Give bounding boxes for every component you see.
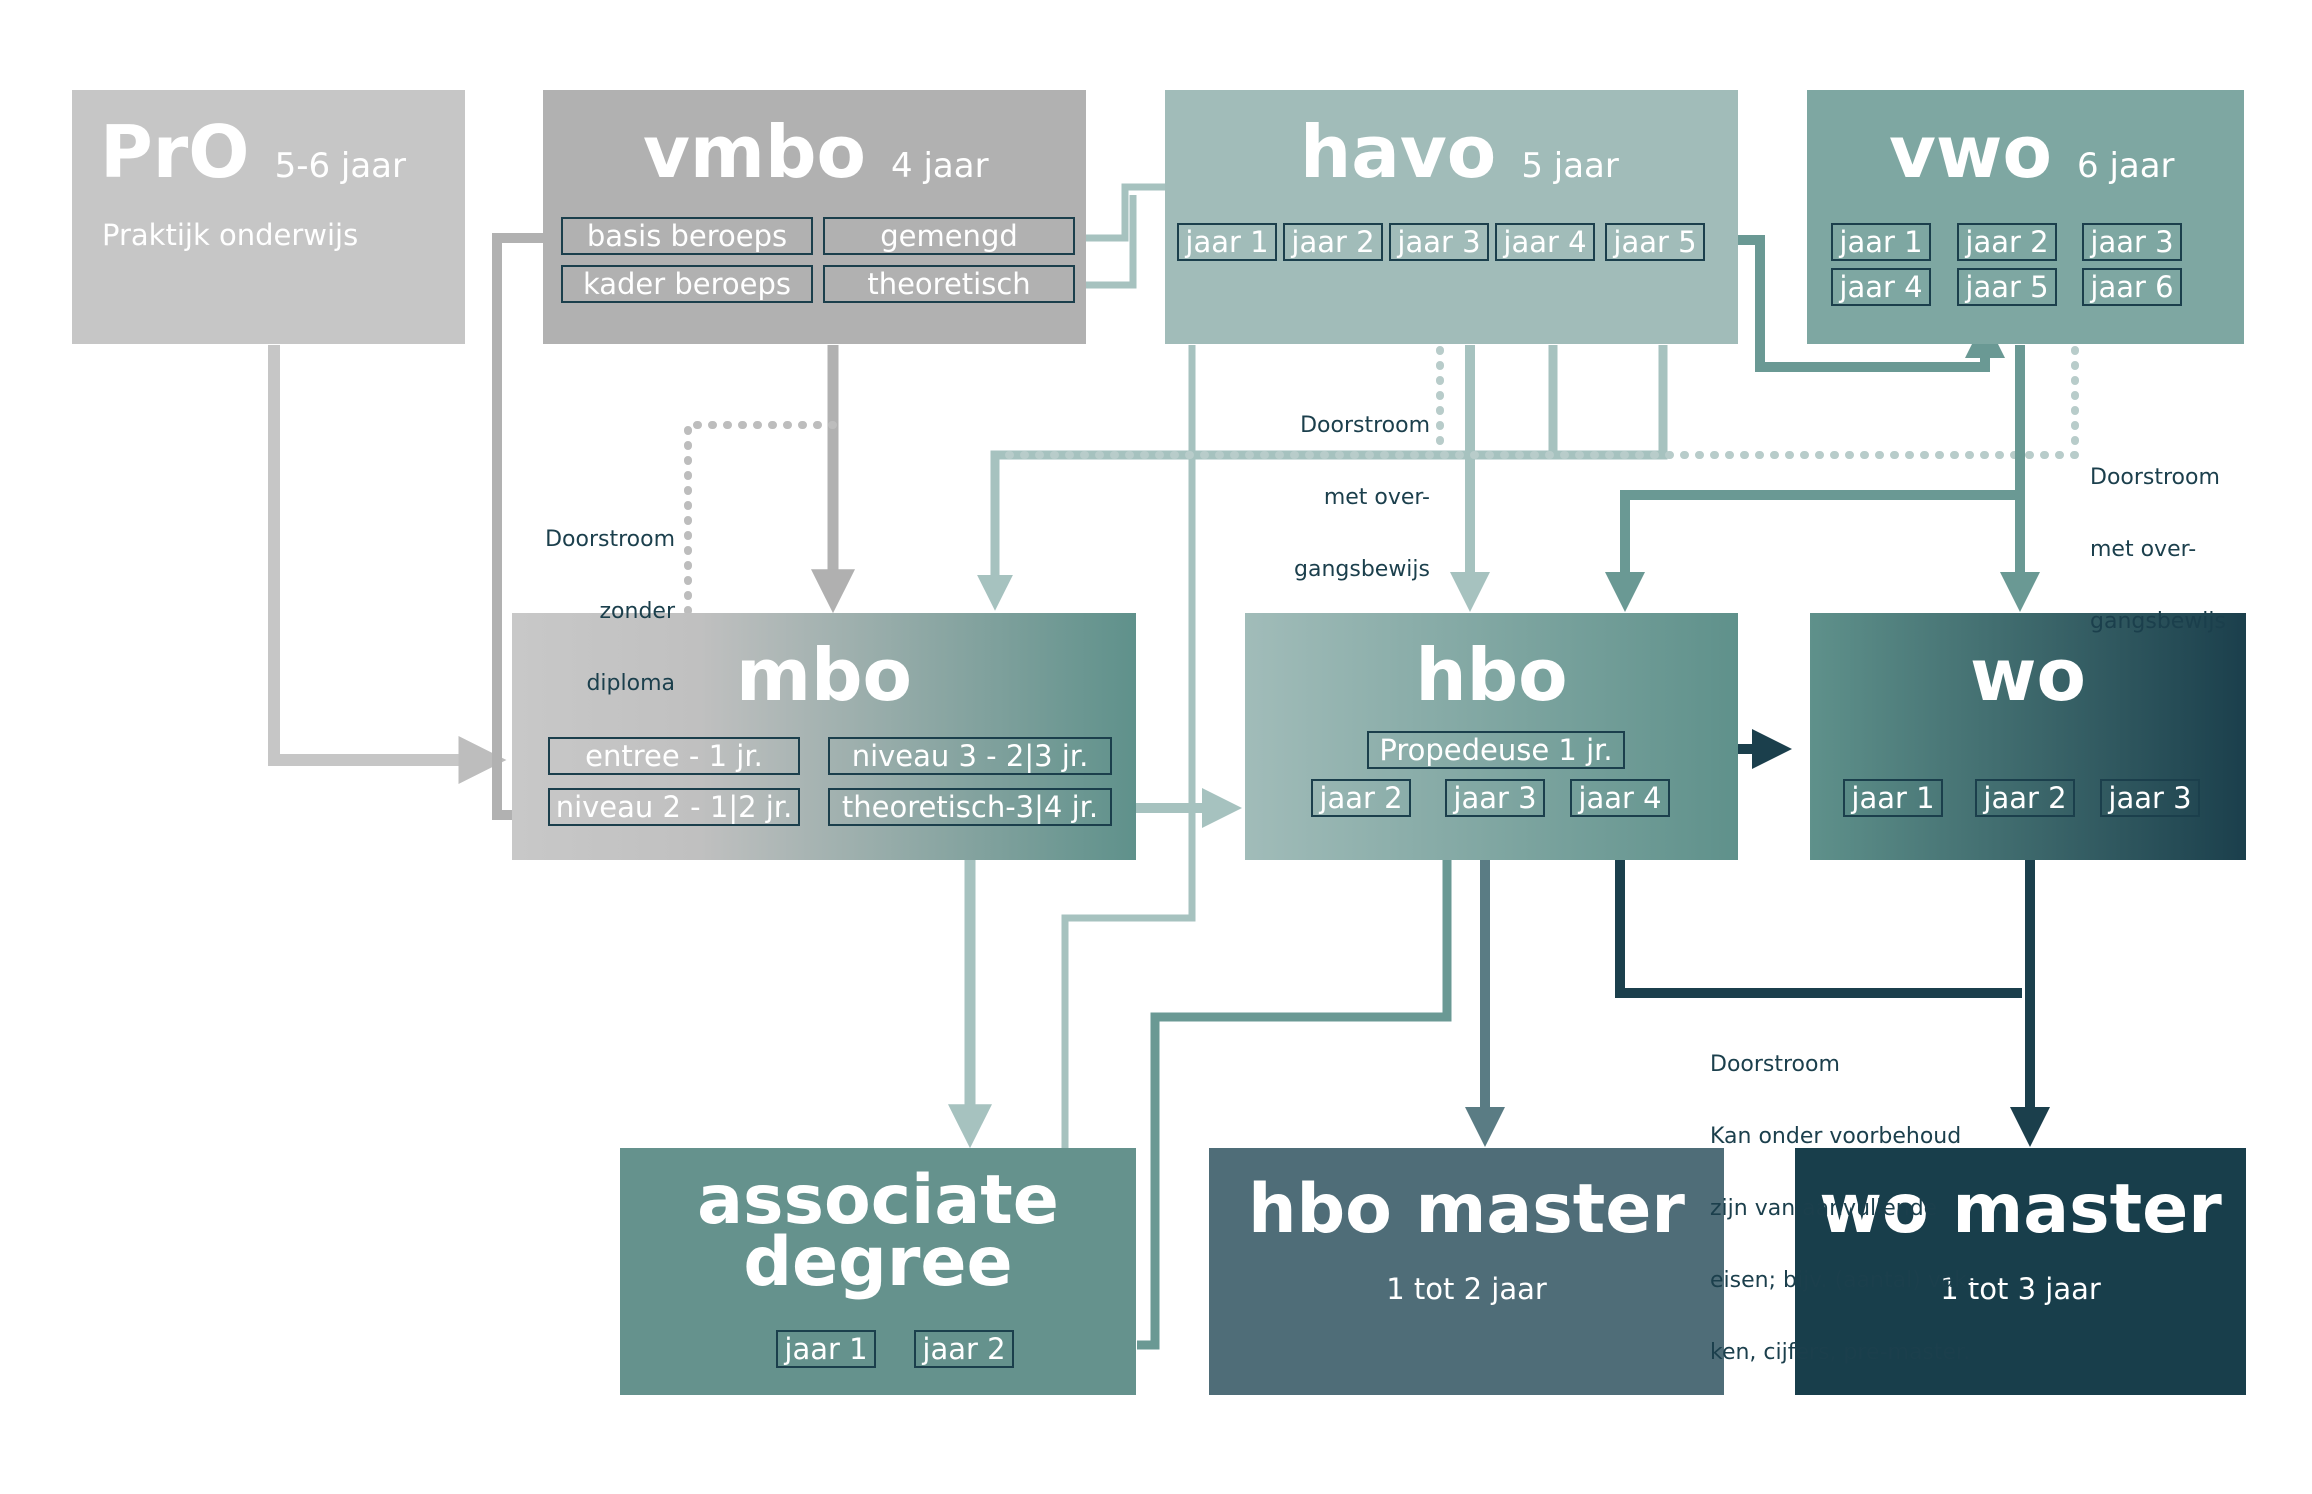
vwo-year-6: jaar 6 <box>2082 268 2182 306</box>
wo-master-title: wo master <box>1819 1170 2222 1249</box>
vwo-title-text: vwo <box>1889 110 2052 194</box>
vmbo-track-theoretisch: theoretisch <box>823 265 1075 303</box>
hbo-year-2: jaar 2 <box>1311 779 1411 817</box>
havo-title: havo 5 jaar <box>1300 110 1619 194</box>
wo-box: wo jaar 1 jaar 2 jaar 3 <box>1810 613 2246 860</box>
hbo-box: hbo Propedeuse 1 jr. jaar 2 jaar 3 jaar … <box>1245 613 1738 860</box>
hbo-propedeuse: Propedeuse 1 jr. <box>1367 731 1625 769</box>
note-master-line: ken, cijfers, pre-master. <box>1710 1340 1971 1365</box>
note-zonder-diploma-line: Doorstroom <box>545 527 675 552</box>
note-vwo-overgang: Doorstroom met over- gangsbewijs <box>2090 418 2270 658</box>
note-havo-overgang: Doorstroom met over- gangsbewijs <box>1260 366 1430 606</box>
havo-year-4: jaar 4 <box>1495 223 1595 261</box>
vwo-year-2: jaar 2 <box>1957 223 2057 261</box>
pro-title-text: PrO <box>100 110 250 194</box>
wo-year-3: jaar 3 <box>2100 779 2200 817</box>
note-master-line: Kan onder voorbehoud <box>1710 1124 1962 1149</box>
havo-year-2: jaar 2 <box>1283 223 1383 261</box>
vmbo-title-text: vmbo <box>643 110 866 194</box>
note-vwo-overgang-line: met over- <box>2090 537 2197 562</box>
associate-degree-year-2: jaar 2 <box>914 1330 1014 1368</box>
vwo-title: vwo 6 jaar <box>1889 110 2175 194</box>
associate-degree-title-line2: degree <box>743 1223 1013 1302</box>
pro-subtitle: Praktijk onderwijs <box>102 218 359 252</box>
associate-degree-title-line1: associate <box>697 1161 1059 1240</box>
mbo-level-entree: entree - 1 jr. <box>548 737 800 775</box>
associate-degree-box: associate degree jaar 1 jaar 2 <box>620 1148 1136 1395</box>
vwo-box: vwo 6 jaar jaar 1 jaar 2 jaar 3 jaar 4 j… <box>1807 90 2244 344</box>
vwo-year-3: jaar 3 <box>2082 223 2182 261</box>
mbo-level-niveau2: niveau 2 - 1|2 jr. <box>548 788 800 826</box>
hbo-master-title: hbo master <box>1248 1170 1685 1249</box>
arrow-vwo-to-hbo <box>1605 490 2020 612</box>
arrow-pro-to-mbo <box>268 345 507 784</box>
note-master-line: Doorstroom <box>1710 1052 1840 1077</box>
pro-duration: 5-6 jaar <box>274 146 406 186</box>
arrow-havo-to-vwo <box>1712 235 2005 372</box>
hbo-master-duration: 1 tot 2 jaar <box>1386 1272 1547 1306</box>
associate-degree-year-1: jaar 1 <box>776 1330 876 1368</box>
note-master: Doorstroom Kan onder voorbehoud zijn van… <box>1710 1005 2030 1389</box>
havo-box: havo 5 jaar jaar 1 jaar 2 jaar 3 jaar 4 … <box>1165 90 1738 344</box>
wo-master-box: wo master 1 tot 3 jaar <box>1795 1148 2246 1395</box>
vwo-year-1: jaar 1 <box>1831 223 1931 261</box>
hbo-year-4: jaar 4 <box>1570 779 1670 817</box>
wo-year-2: jaar 2 <box>1975 779 2075 817</box>
arrow-ad-to-hbo <box>1137 819 1465 1350</box>
vmbo-track-basis: basis beroeps <box>561 217 813 255</box>
vmbo-title: vmbo 4 jaar <box>643 110 989 194</box>
wo-master-duration: 1 tot 3 jaar <box>1940 1272 2101 1306</box>
associate-degree-title: associate degree <box>620 1161 1136 1302</box>
pro-box: PrO 5-6 jaar Praktijk onderwijs <box>72 90 465 344</box>
vwo-duration: 6 jaar <box>2077 146 2175 186</box>
havo-year-5: jaar 5 <box>1605 223 1705 261</box>
note-havo-overgang-line: Doorstroom <box>1300 413 1430 438</box>
vwo-year-4: jaar 4 <box>1831 268 1931 306</box>
note-havo-overgang-line: gangsbewijs <box>1294 557 1430 582</box>
vmbo-box: vmbo 4 jaar basis beroeps gemengd kader … <box>543 90 1086 344</box>
hbo-year-3: jaar 3 <box>1445 779 1545 817</box>
note-zonder-diploma: Doorstroom zonder diploma <box>505 480 675 720</box>
havo-year-3: jaar 3 <box>1389 223 1489 261</box>
vmbo-track-kader: kader beroeps <box>561 265 813 303</box>
mbo-level-theoretisch: theoretisch-3|4 jr. <box>828 788 1112 826</box>
wo-year-1: jaar 1 <box>1843 779 1943 817</box>
havo-year-1: jaar 1 <box>1177 223 1277 261</box>
note-zonder-diploma-line: zonder <box>599 599 676 624</box>
vmbo-track-gemengd: gemengd <box>823 217 1075 255</box>
wo-title: wo <box>1970 633 2086 717</box>
note-master-line: zijn van aanvullende <box>1710 1196 1938 1221</box>
mbo-title: mbo <box>735 633 913 717</box>
note-master-line: eisen; bijv. (aantal) vak- <box>1710 1268 1975 1293</box>
note-zonder-diploma-line: diploma <box>586 671 675 696</box>
hbo-title: hbo <box>1415 633 1568 717</box>
pro-title: PrO 5-6 jaar <box>100 110 406 194</box>
vmbo-duration: 4 jaar <box>891 146 989 186</box>
havo-title-text: havo <box>1300 110 1497 194</box>
havo-duration: 5 jaar <box>1521 146 1619 186</box>
vwo-year-5: jaar 5 <box>1957 268 2057 306</box>
arrow-hbo-to-wo-master <box>1615 860 2022 998</box>
mbo-level-niveau3: niveau 3 - 2|3 jr. <box>828 737 1112 775</box>
hbo-master-box: hbo master 1 tot 2 jaar <box>1209 1148 1724 1395</box>
note-vwo-overgang-line: gangsbewijs <box>2090 609 2226 634</box>
note-havo-overgang-line: met over- <box>1323 485 1430 510</box>
note-vwo-overgang-line: Doorstroom <box>2090 465 2220 490</box>
